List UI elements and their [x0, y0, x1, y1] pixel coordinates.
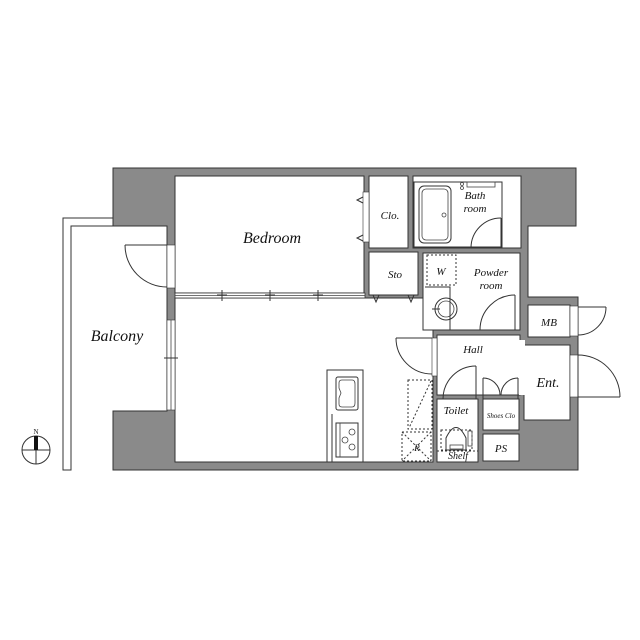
label-shelf: Shelf [448, 451, 469, 462]
toilet-door[interactable] [442, 365, 477, 400]
label-balcony: Balcony [91, 328, 144, 345]
label-toilet: Toilet [444, 405, 470, 417]
balcony-door[interactable] [124, 244, 176, 289]
compass-icon: N [21, 428, 51, 465]
washer-space [426, 254, 457, 286]
kitchen-counter [326, 369, 364, 463]
label-storage: Sto [388, 269, 403, 281]
label-refrigerator: R [413, 443, 420, 453]
label-bedroom: Bedroom [243, 230, 301, 247]
label-powder-line2: room [480, 280, 503, 292]
bathtub [413, 181, 503, 248]
stove [335, 422, 359, 458]
label-entrance: Ent. [536, 376, 560, 391]
storage-area [368, 251, 419, 296]
entrance-area [523, 344, 571, 421]
laundry-space [407, 379, 433, 430]
label-ps: PS [494, 443, 508, 455]
label-closet: Clo. [381, 210, 400, 222]
closet-doors[interactable] [355, 191, 415, 304]
label-mb: MB [540, 317, 557, 329]
hall-area [436, 334, 521, 396]
label-bath-line2: room [464, 203, 487, 215]
sliding-partition[interactable] [174, 290, 366, 301]
closet-area [368, 175, 409, 249]
label-powder-line1: Powder [473, 267, 509, 279]
shoe-closet-doors[interactable] [482, 377, 519, 399]
bathroom-door[interactable] [470, 217, 502, 249]
powder-room-area [422, 252, 521, 331]
wash-basin [425, 286, 458, 330]
compass-north-label: N [33, 428, 38, 436]
ldk-door[interactable] [395, 337, 438, 377]
powder-room-door[interactable] [479, 294, 516, 331]
label-washer: W [436, 266, 446, 278]
label-shoes-closet: Shoes Clo [487, 412, 516, 420]
room-shapes [174, 175, 571, 463]
shoes-closet-area [482, 398, 520, 431]
toilet-fixture [437, 427, 478, 452]
bedroom-area [174, 175, 365, 294]
entrance-door[interactable] [569, 354, 621, 398]
label-bath-line1: Bath [465, 190, 486, 202]
ps-area [482, 433, 520, 462]
ldk-window [164, 319, 178, 411]
bathroom-area [412, 175, 522, 249]
label-hall: Hall [462, 344, 483, 356]
mb-door[interactable] [569, 305, 607, 337]
ldk-area [174, 297, 434, 463]
refrigerator-space [401, 431, 432, 462]
